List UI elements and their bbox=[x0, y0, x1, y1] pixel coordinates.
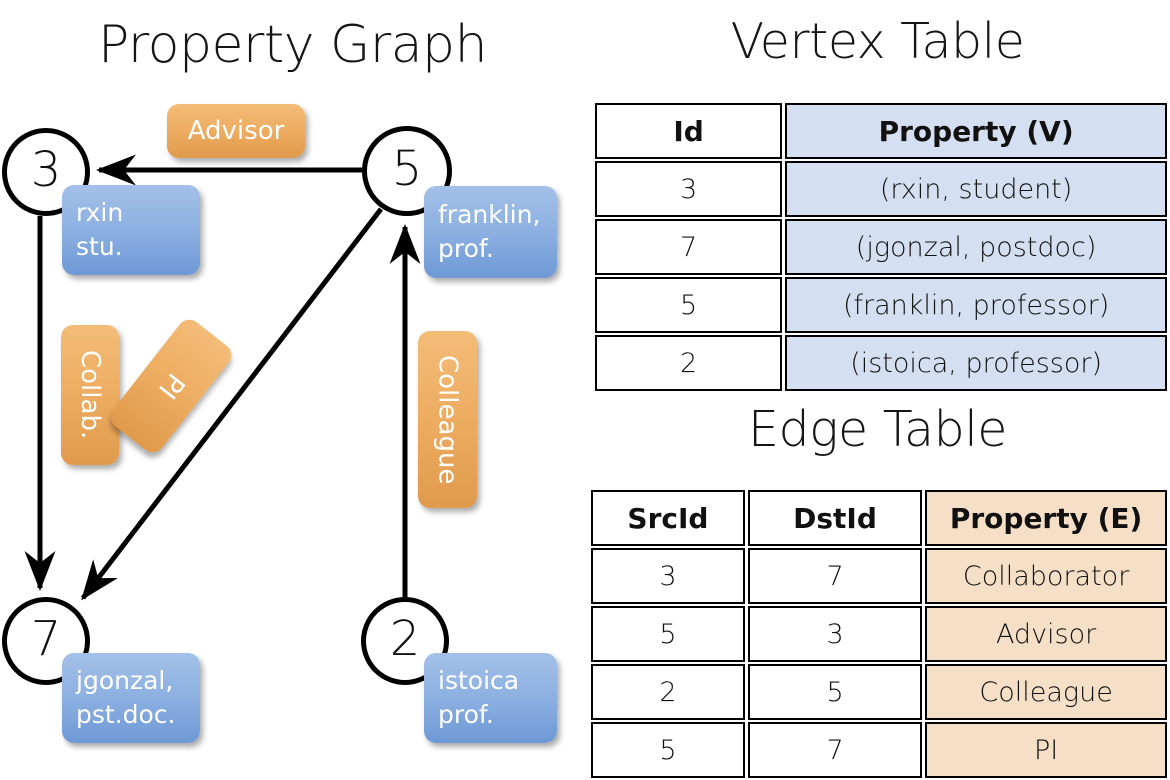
edge-callout-collab-label: Collab. bbox=[75, 350, 105, 440]
vertex-table-header-property: Property (V) bbox=[785, 103, 1167, 159]
edge-table-header-property: Property (E) bbox=[925, 490, 1167, 546]
table-row: 2 5 Colleague bbox=[591, 664, 1167, 720]
edge-table-cell-dstid: 7 bbox=[747, 722, 923, 778]
page-title-vertex-table: Vertex Table bbox=[730, 13, 1025, 70]
edge-callout-colleague[interactable]: Colleague bbox=[418, 331, 477, 508]
vertex-callout-jgonzal[interactable]: jgonzal, pst.doc. bbox=[62, 653, 200, 743]
edge-table-cell-property: PI bbox=[925, 722, 1167, 778]
edge-callout-advisor[interactable]: Advisor bbox=[167, 104, 305, 158]
graph-node-5[interactable]: 5 bbox=[362, 126, 452, 216]
graph-node-2-label: 2 bbox=[389, 611, 421, 667]
table-row: 5 7 PI bbox=[591, 722, 1167, 778]
edge-callout-advisor-label: Advisor bbox=[187, 116, 285, 146]
vertex-table-cell-id: 2 bbox=[595, 335, 783, 391]
vertex-callout-istoica[interactable]: istoica prof. bbox=[424, 653, 557, 743]
vertex-table-header-row: Id Property (V) bbox=[595, 103, 1167, 159]
graph-node-2[interactable]: 2 bbox=[361, 597, 449, 685]
edge-table-cell-srcid: 2 bbox=[591, 664, 745, 720]
vertex-table-cell-property: (rxin, student) bbox=[785, 161, 1167, 217]
edge-table-cell-srcid: 5 bbox=[591, 722, 745, 778]
vertex-callout-istoica-line1: istoica bbox=[438, 666, 520, 695]
edge-table-cell-property: Colleague bbox=[925, 664, 1167, 720]
edge-table-cell-dstid: 3 bbox=[747, 606, 923, 662]
vertex-callout-rxin-line2: stu. bbox=[76, 232, 123, 261]
vertex-table-cell-property: (franklin, professor) bbox=[785, 277, 1167, 333]
edge-table-header-row: SrcId DstId Property (E) bbox=[591, 490, 1167, 546]
table-row: 7 (jgonzal, postdoc) bbox=[595, 219, 1167, 275]
vertex-callout-franklin[interactable]: franklin, prof. bbox=[424, 186, 557, 278]
vertex-callout-franklin-line2: prof. bbox=[438, 234, 494, 263]
vertex-table-cell-id: 3 bbox=[595, 161, 783, 217]
property-graph-panel: Property Graph 3 5 7 2 rxin stu. bbox=[0, 0, 585, 760]
edge-table-cell-property: Advisor bbox=[925, 606, 1167, 662]
edge-table-header-srcid: SrcId bbox=[591, 490, 745, 546]
graph-node-7-label: 7 bbox=[30, 611, 62, 667]
edge-table-cell-srcid: 5 bbox=[591, 606, 745, 662]
table-row: 3 (rxin, student) bbox=[595, 161, 1167, 217]
vertex-callout-istoica-line2: prof. bbox=[438, 700, 494, 729]
table-row: 3 7 Collaborator bbox=[591, 548, 1167, 604]
graph-node-5-label: 5 bbox=[391, 141, 423, 197]
vertex-table-cell-property: (jgonzal, postdoc) bbox=[785, 219, 1167, 275]
page-title-edge-table: Edge Table bbox=[748, 401, 1007, 458]
vertex-table: Id Property (V) 3 (rxin, student) 7 (jgo… bbox=[592, 101, 1170, 393]
table-row: 5 3 Advisor bbox=[591, 606, 1167, 662]
edge-table-cell-dstid: 7 bbox=[747, 548, 923, 604]
vertex-table-header-id: Id bbox=[595, 103, 783, 159]
graph-edge-lines bbox=[24, 154, 421, 601]
table-row: 2 (istoica, professor) bbox=[595, 335, 1167, 391]
vertex-callout-rxin-line1: rxin bbox=[76, 198, 124, 227]
graph-node-3-label: 3 bbox=[30, 142, 62, 198]
edge-table-cell-dstid: 5 bbox=[747, 664, 923, 720]
vertex-table-cell-id: 7 bbox=[595, 219, 783, 275]
edge-callout-colleague-label: Colleague bbox=[432, 354, 463, 485]
edge-table-header-dstid: DstId bbox=[747, 490, 923, 546]
vertex-table-cell-id: 5 bbox=[595, 277, 783, 333]
edge-callout-pi-label: PI bbox=[151, 367, 191, 405]
vertex-callout-jgonzal-line1: jgonzal, bbox=[76, 666, 174, 695]
edge-table-cell-property: Collaborator bbox=[925, 548, 1167, 604]
vertex-table-cell-property: (istoica, professor) bbox=[785, 335, 1167, 391]
table-row: 5 (franklin, professor) bbox=[595, 277, 1167, 333]
vertex-callout-jgonzal-line2: pst.doc. bbox=[76, 700, 176, 729]
vertex-callout-rxin[interactable]: rxin stu. bbox=[62, 185, 200, 275]
edge-callout-collab[interactable]: Collab. bbox=[61, 325, 119, 465]
page-title-property-graph: Property Graph bbox=[97, 15, 488, 75]
vertex-callout-franklin-line1: franklin, bbox=[438, 200, 541, 229]
edge-table: SrcId DstId Property (E) 3 7 Collaborato… bbox=[588, 488, 1170, 780]
edge-table-cell-srcid: 3 bbox=[591, 548, 745, 604]
edge-line-5-to-7 bbox=[81, 207, 383, 601]
